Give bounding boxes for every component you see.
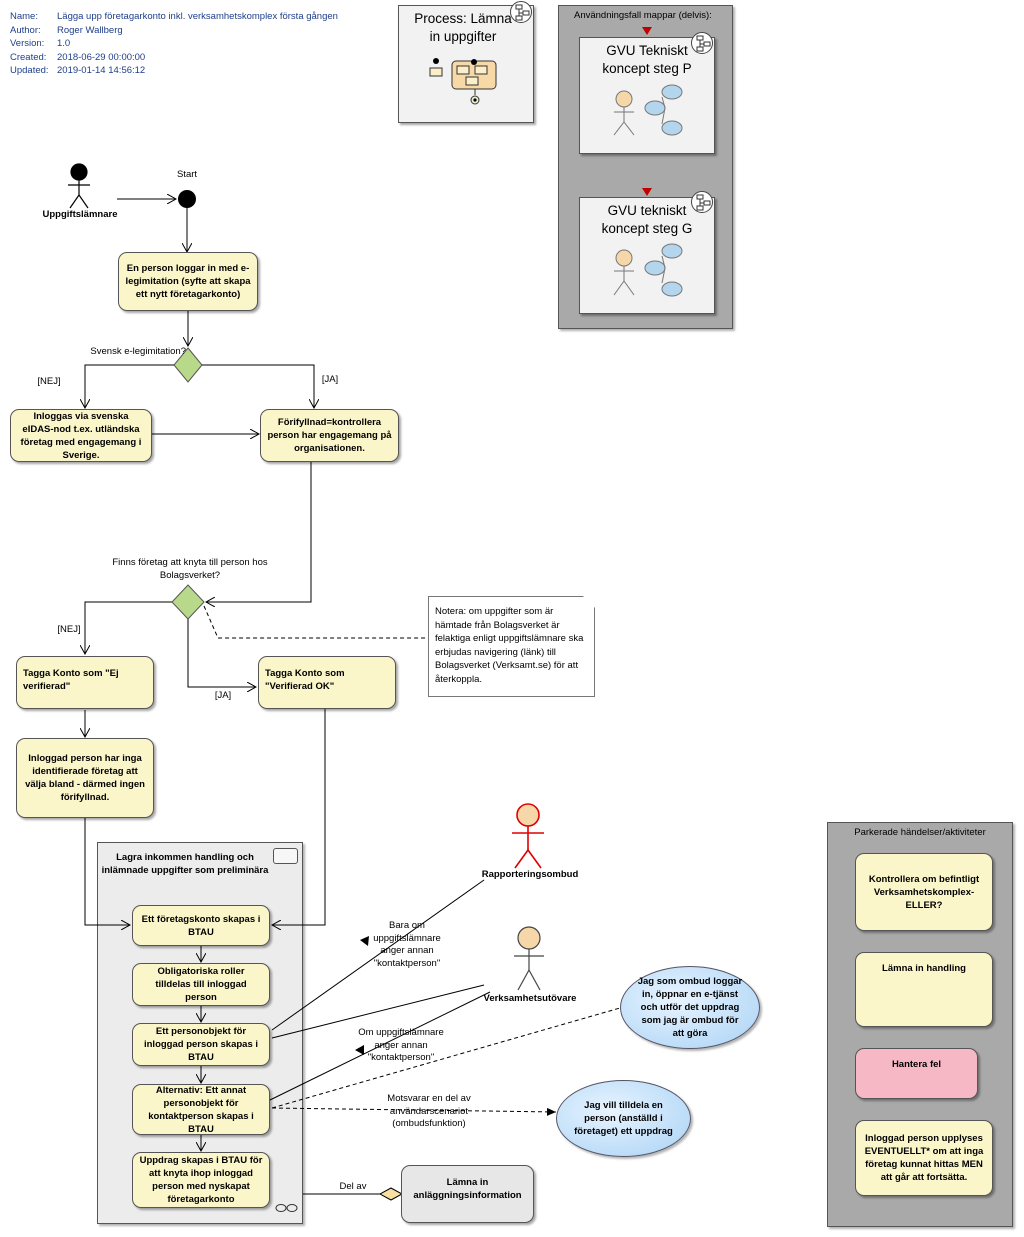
activity-personobjekt[interactable]: Ett personobjekt för inloggad person ska… — [132, 1023, 270, 1066]
meta-version-key: Version: — [10, 38, 45, 49]
usecase-tilldela[interactable]: Jag vill tilldela en person (anställd i … — [556, 1080, 691, 1157]
meta-updated: 2019-01-14 14:56:12 — [57, 65, 146, 76]
process-card[interactable]: Process: Lämna in uppgifter — [398, 5, 534, 123]
actor-uppgiftslamnare[interactable]: Uppgiftslämnare — [42, 209, 118, 220]
meta-version: 1.0 — [57, 38, 71, 49]
actor-verksamhetsutovare-figure — [514, 926, 544, 991]
note-bolagsverket: Notera: om uppgifter som är hämtade från… — [428, 596, 595, 697]
decision-finns — [171, 584, 205, 620]
meta-author: Roger Wallberg — [57, 24, 123, 36]
actor-uppgiftslamnare-figure — [68, 163, 90, 209]
usecase-icon — [613, 243, 683, 297]
activity-roller[interactable]: Obligatoriska roller tilldelas till inlo… — [132, 963, 270, 1006]
link-glyph — [515, 4, 530, 21]
usecase-card-g-title: GVU tekniskt koncept steg G — [601, 203, 693, 236]
process-card-title: Process: Lämna in uppgifter — [414, 11, 512, 44]
group-collapse-icon[interactable] — [273, 848, 298, 864]
link-glyph — [696, 194, 711, 211]
decision-svensk-label: Svensk e-legimitation? — [90, 346, 186, 357]
activity-inga-foretag[interactable]: Inloggad person har inga identifierade f… — [16, 738, 154, 818]
decision-finns-label: Finns företag att knyta till person hos … — [112, 557, 268, 581]
usecase-icon — [613, 84, 683, 136]
actor-rapporteringsombud[interactable]: Rapporteringsombud — [481, 869, 579, 880]
activity-verifierad[interactable]: Tagga Konto som "Verifierad OK" — [258, 656, 396, 709]
activity-forifyllnad[interactable]: Förifyllnad=kontrollera person har engag… — [260, 409, 399, 462]
guard-nej-1: [NEJ] — [37, 376, 61, 387]
actor-verksamhetsutovare[interactable]: Verksamhetsutövare — [483, 993, 577, 1004]
start-node — [178, 190, 196, 208]
activity-login[interactable]: En person loggar in med e-legimitation (… — [118, 252, 258, 311]
direction-arrow-icon — [355, 1045, 364, 1055]
link-glyph — [696, 35, 711, 52]
activity-eidas[interactable]: Inloggas via svenska eIDAS-nod t.ex. utl… — [10, 409, 152, 462]
activity-konto-skapas[interactable]: Ett företagskonto skapas i BTAU — [132, 905, 270, 946]
storage-group-title: Lagra inkommen handling och inlämnade up… — [101, 852, 269, 876]
usecase-folder-title: Användningsfall mappar (delvis): — [574, 10, 712, 21]
edge-label-om-uppgift: Om uppgiftslämnare anger annan "kontaktp… — [358, 1027, 444, 1063]
triangle-marker-icon — [642, 27, 652, 35]
activity-ej-verifierad[interactable]: Tagga Konto som "Ej verifierad" — [16, 656, 154, 709]
start-label: Start — [176, 169, 198, 180]
activity-diagram-icon — [429, 58, 497, 105]
parked-lamna-handling[interactable]: Lämna in handling — [855, 952, 993, 1027]
usecase-ombud[interactable]: Jag som ombud loggar in, öppnar en e-tjä… — [620, 966, 760, 1049]
edge-label-del-av: Del av — [339, 1181, 367, 1192]
parked-hantera-fel[interactable]: Hantera fel — [855, 1048, 978, 1099]
edge-label-motsvarar: Motsvarar en del av användarscenariot (o… — [387, 1093, 471, 1129]
edge-label-bara-om: Bara om uppgiftslämnare anger annan "kon… — [373, 920, 441, 969]
meta-created-key: Created: — [10, 51, 47, 63]
activity-alternativ[interactable]: Alternativ: Ett annat personobjekt för k… — [132, 1084, 270, 1135]
actor-rapporteringsombud-figure — [512, 803, 544, 869]
guard-ja-1: [JA] — [321, 374, 339, 385]
decision-svensk — [173, 347, 203, 383]
parked-kontrollera[interactable]: Kontrollera om befintligt Verksamhetskom… — [855, 853, 993, 931]
guard-nej-2: [NEJ] — [57, 624, 81, 635]
guard-ja-2: [JA] — [214, 690, 232, 701]
parked-inloggad-person[interactable]: Inloggad person upplyses EVENTUELLT* om … — [855, 1120, 993, 1196]
meta-created: 2018-06-29 00:00:00 — [57, 51, 146, 63]
meta-updated-key: Updated: — [10, 65, 49, 76]
diagram-metadata: Name: Lägga upp företagarkonto inkl. verk… — [10, 10, 338, 78]
meta-author-key: Author: — [10, 24, 41, 36]
parked-area-title: Parkerade händelser/aktiviteter — [854, 827, 986, 838]
meta-name-key: Name: — [10, 11, 38, 22]
usecase-card-p[interactable]: GVU Tekniskt koncept steg P — [579, 37, 715, 154]
triangle-marker-icon — [642, 188, 652, 196]
usecase-card-p-title: GVU Tekniskt koncept steg P — [602, 43, 692, 76]
meta-name: Lägga upp företagarkonto inkl. verksamhe… — [57, 11, 338, 22]
activity-lamna-anlaggning[interactable]: Lämna in anläggningsinformation — [401, 1165, 534, 1223]
usecase-card-g[interactable]: GVU tekniskt koncept steg G — [579, 197, 715, 314]
direction-arrow-icon — [360, 936, 369, 946]
aggregation-diamond — [378, 1187, 404, 1201]
activity-uppdrag[interactable]: Uppdrag skapas i BTAU för att knyta ihop… — [132, 1152, 270, 1208]
